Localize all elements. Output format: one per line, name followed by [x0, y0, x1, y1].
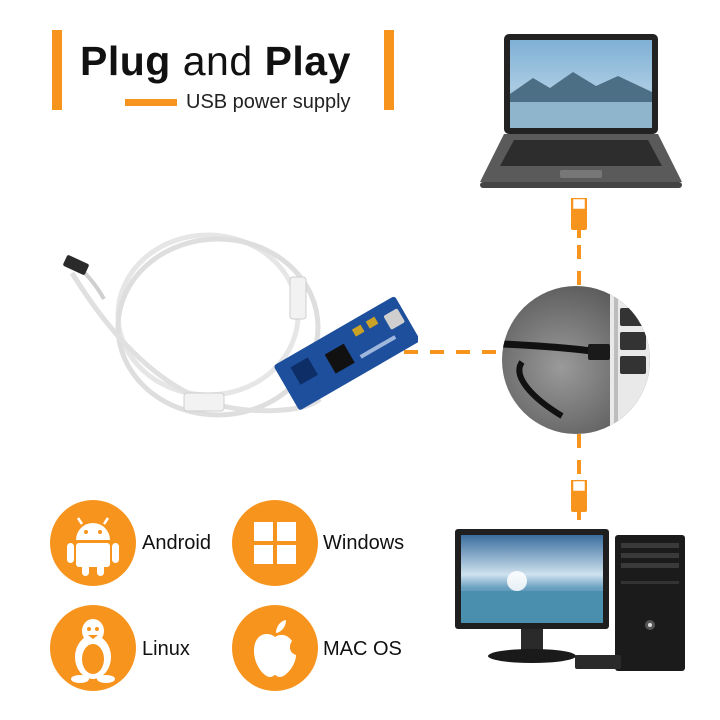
page-subtitle: USB power supply: [186, 91, 351, 113]
os-label-android: Android: [142, 532, 211, 554]
linux-icon: [71, 619, 115, 683]
macos-badge: [232, 605, 318, 691]
laptop-image: [480, 34, 682, 188]
linux-badge: [50, 605, 136, 691]
usb-plug-icon: [571, 198, 587, 238]
os-label-windows: Windows: [323, 532, 405, 554]
title-bracket-left: [52, 30, 62, 110]
usb-touch-board-image: [63, 232, 418, 418]
title-and: and: [182, 38, 253, 84]
usb-port-closeup: [502, 286, 650, 434]
usb-plug-icon: [571, 480, 587, 520]
connector-line-top: [577, 245, 581, 287]
title-plug: Plug: [80, 38, 171, 84]
os-label-macos: MAC OS: [323, 638, 402, 660]
android-icon: [67, 517, 119, 576]
os-label-linux: Linux: [142, 638, 190, 660]
connector-line-bottom: [577, 434, 581, 476]
title-play: Play: [264, 38, 351, 84]
apple-icon: [254, 620, 296, 677]
page-title: Plug and Play: [80, 38, 351, 85]
windows-badge: [232, 500, 318, 586]
windows-icon: [254, 522, 296, 564]
title-bracket-right: [384, 30, 394, 110]
android-badge: [50, 500, 136, 586]
connector-line-horizontal: [404, 350, 502, 354]
subtitle-dash: [125, 99, 177, 106]
closeup-image: [502, 286, 650, 434]
desktop-pc-image: [455, 529, 685, 671]
